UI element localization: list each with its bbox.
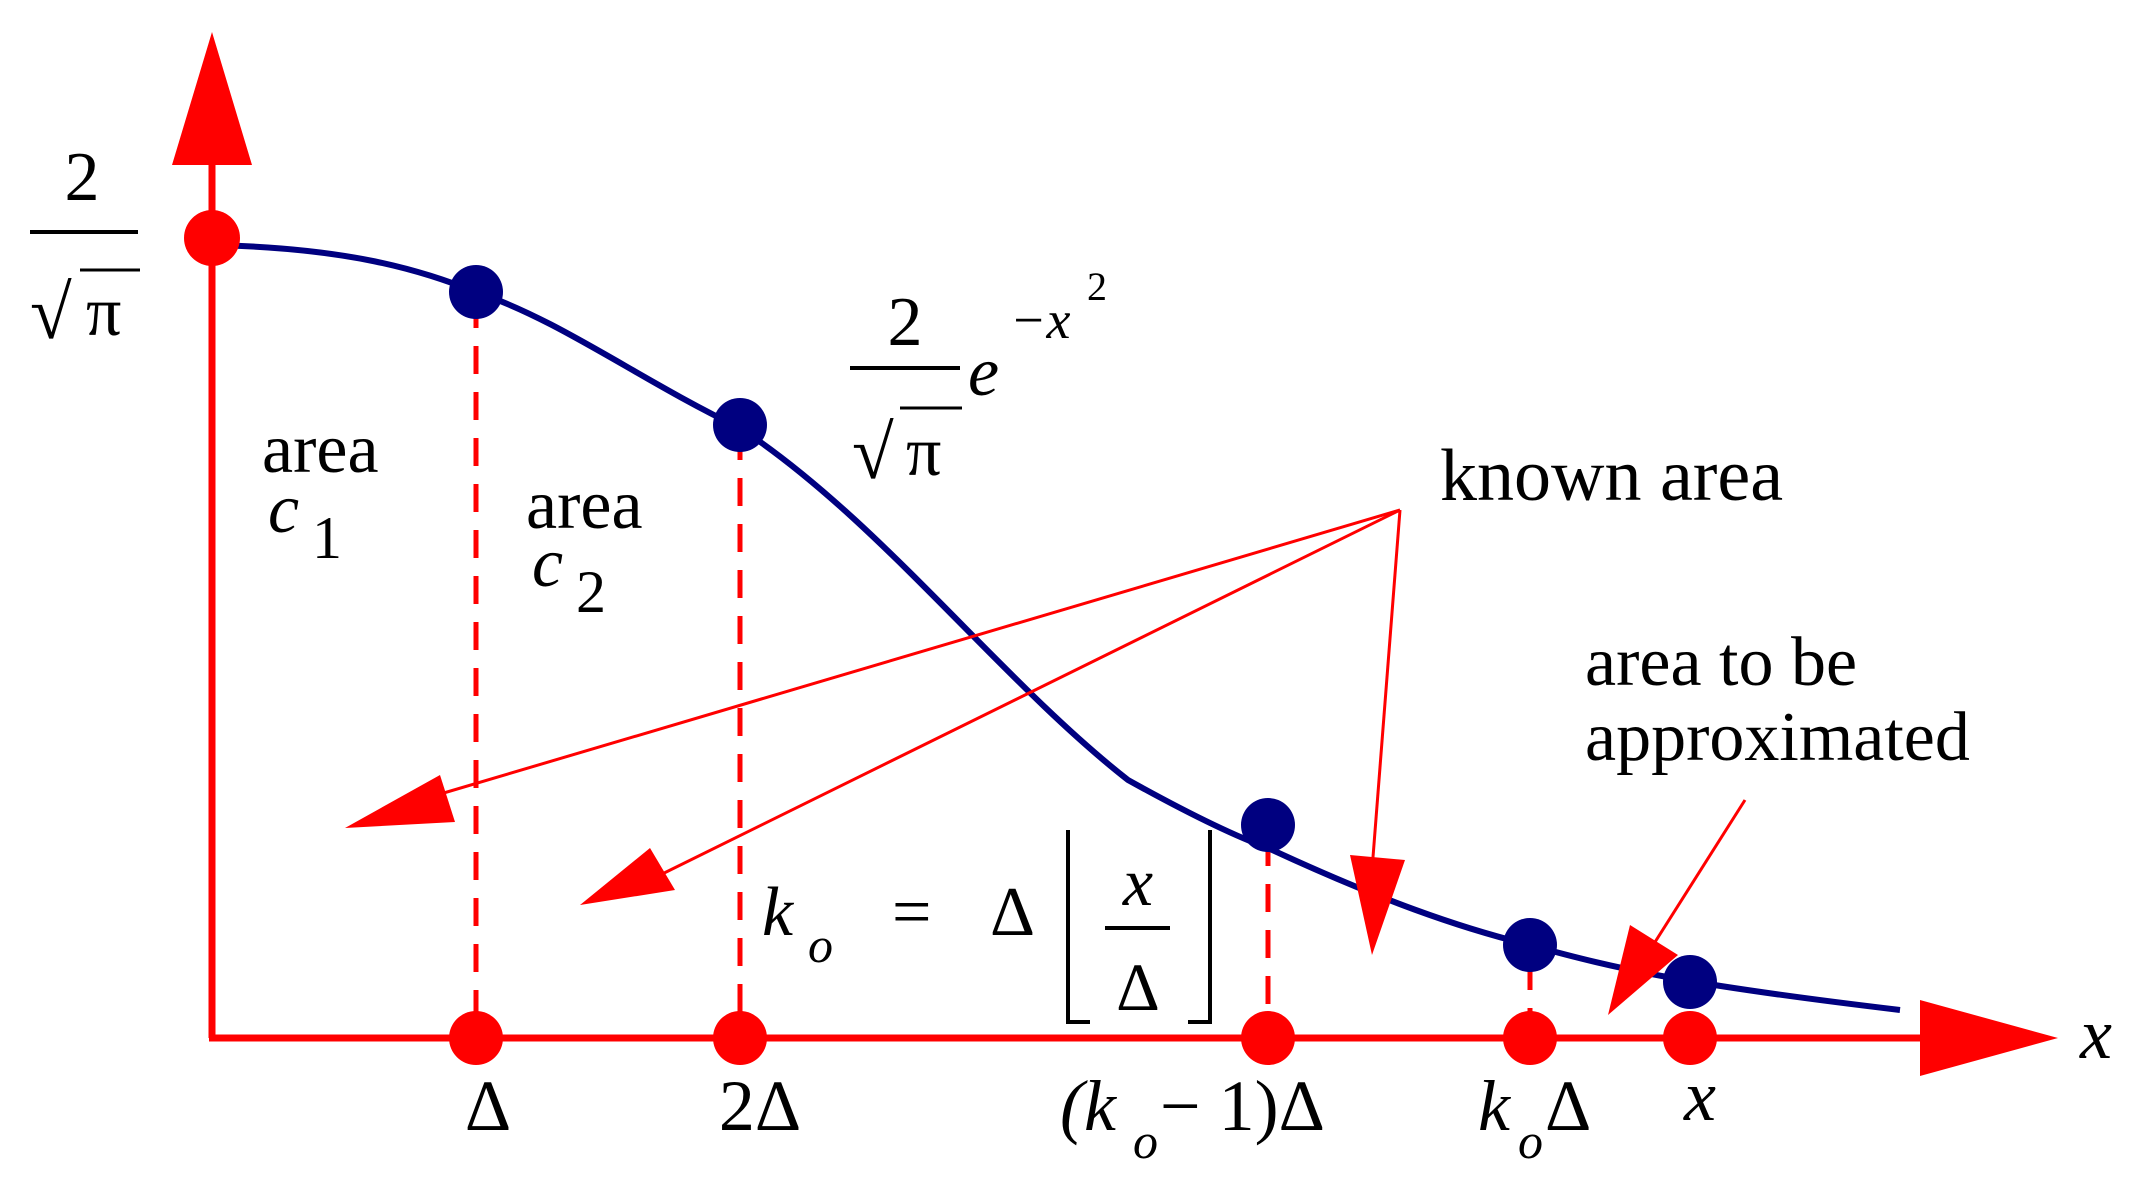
curve-label-radical: √ <box>852 411 894 495</box>
known-area-arrowhead-2 <box>580 848 675 905</box>
area-c1-subscript: 1 <box>312 505 342 571</box>
approx-area-line-1: area to be <box>1585 624 1857 701</box>
tick-label-ko-delta: Δ <box>1545 1066 1591 1146</box>
axis-point-ko <box>1503 1011 1557 1065</box>
tick-label-ko-k: k <box>1478 1066 1512 1146</box>
tick-label-ko-minus-1-open: (k <box>1060 1066 1118 1146</box>
tick-label-ko-minus-1-sub: o <box>1133 1113 1158 1169</box>
tick-labels: Δ 2Δ (k o − 1)Δ k o Δ x <box>465 1056 1716 1169</box>
ko-formula: k o = Δ x Δ <box>762 830 1212 1025</box>
curve-label-exponent-power: 2 <box>1087 264 1107 309</box>
ko-formula-frac-den: Δ <box>1116 949 1160 1025</box>
curve-point-delta <box>449 265 503 319</box>
axis-point-x <box>1663 1011 1717 1065</box>
area-c2-word: area <box>526 467 643 544</box>
known-area-arrow-3-shaft <box>1370 509 1402 871</box>
curve-point-ko-minus-1 <box>1241 798 1295 852</box>
tick-label-ko-minus-1-rest: − 1)Δ <box>1160 1066 1325 1146</box>
ko-formula-delta: Δ <box>990 874 1035 951</box>
curve-label-radicand: π <box>906 414 941 491</box>
area-c2-label: area c 2 <box>526 467 643 625</box>
floor-bracket-left <box>1066 830 1090 1024</box>
known-area-arrows <box>419 508 1747 951</box>
tick-label-ko-sub: o <box>1518 1113 1543 1169</box>
y-axis-arrowhead <box>172 32 252 165</box>
known-area-arrowhead-3 <box>1350 855 1405 955</box>
y-label-numerator: 2 <box>65 139 100 216</box>
area-c1-symbol: c <box>268 471 299 548</box>
approx-area-line-2: approximated <box>1585 699 1970 776</box>
curve-formula-label: 2 √ π e −x 2 <box>850 264 1107 495</box>
axis-point-ko-minus-1 <box>1241 1011 1295 1065</box>
approx-area-arrow-shaft <box>1648 799 1747 951</box>
x-axis-arrowhead <box>1920 1000 2058 1076</box>
known-area-label: known area <box>1440 435 1783 517</box>
ko-formula-sub: o <box>808 917 833 973</box>
curve-label-numerator: 2 <box>888 284 923 361</box>
y-label-radical: √ <box>30 271 72 355</box>
known-area-arrowhead-1 <box>345 775 455 828</box>
curve-label-exponent: −x <box>1010 290 1070 350</box>
approx-area-arrowhead <box>1608 925 1678 1015</box>
curve-point-2delta <box>713 398 767 452</box>
y-label-radicand: π <box>86 274 121 351</box>
area-c2-subscript: 2 <box>576 559 606 625</box>
area-c1-label: area c 1 <box>262 411 379 571</box>
ko-formula-frac-num: x <box>1122 844 1153 920</box>
area-c2-symbol: c <box>532 525 563 602</box>
y-axis-value-label: 2 √ π <box>30 139 140 355</box>
tick-label-delta: Δ <box>465 1066 511 1146</box>
axis-point-delta <box>449 1011 503 1065</box>
ko-formula-equals: = <box>892 874 931 951</box>
tick-label-x: x <box>1683 1056 1716 1136</box>
tick-label-2delta: 2Δ <box>719 1066 801 1146</box>
axis-points <box>184 210 1717 1065</box>
curve-label-base: e <box>968 334 999 411</box>
area-c1-word: area <box>262 411 379 488</box>
curve-point-x <box>1663 955 1717 1009</box>
known-area-arrow-2-shaft <box>649 508 1401 882</box>
y-intercept-point <box>184 210 240 266</box>
floor-bracket-right <box>1188 830 1212 1024</box>
axis-point-2delta <box>713 1011 767 1065</box>
y-axis <box>172 32 252 1038</box>
known-area-arrowheads <box>345 775 1678 1015</box>
x-axis-label: x <box>2079 994 2112 1074</box>
ko-formula-k: k <box>762 874 795 951</box>
curve-points <box>449 265 1717 1009</box>
known-area-arrow-1-shaft <box>419 508 1401 802</box>
approx-area-label: area to be approximated <box>1585 624 1970 776</box>
curve-point-ko <box>1503 918 1557 972</box>
